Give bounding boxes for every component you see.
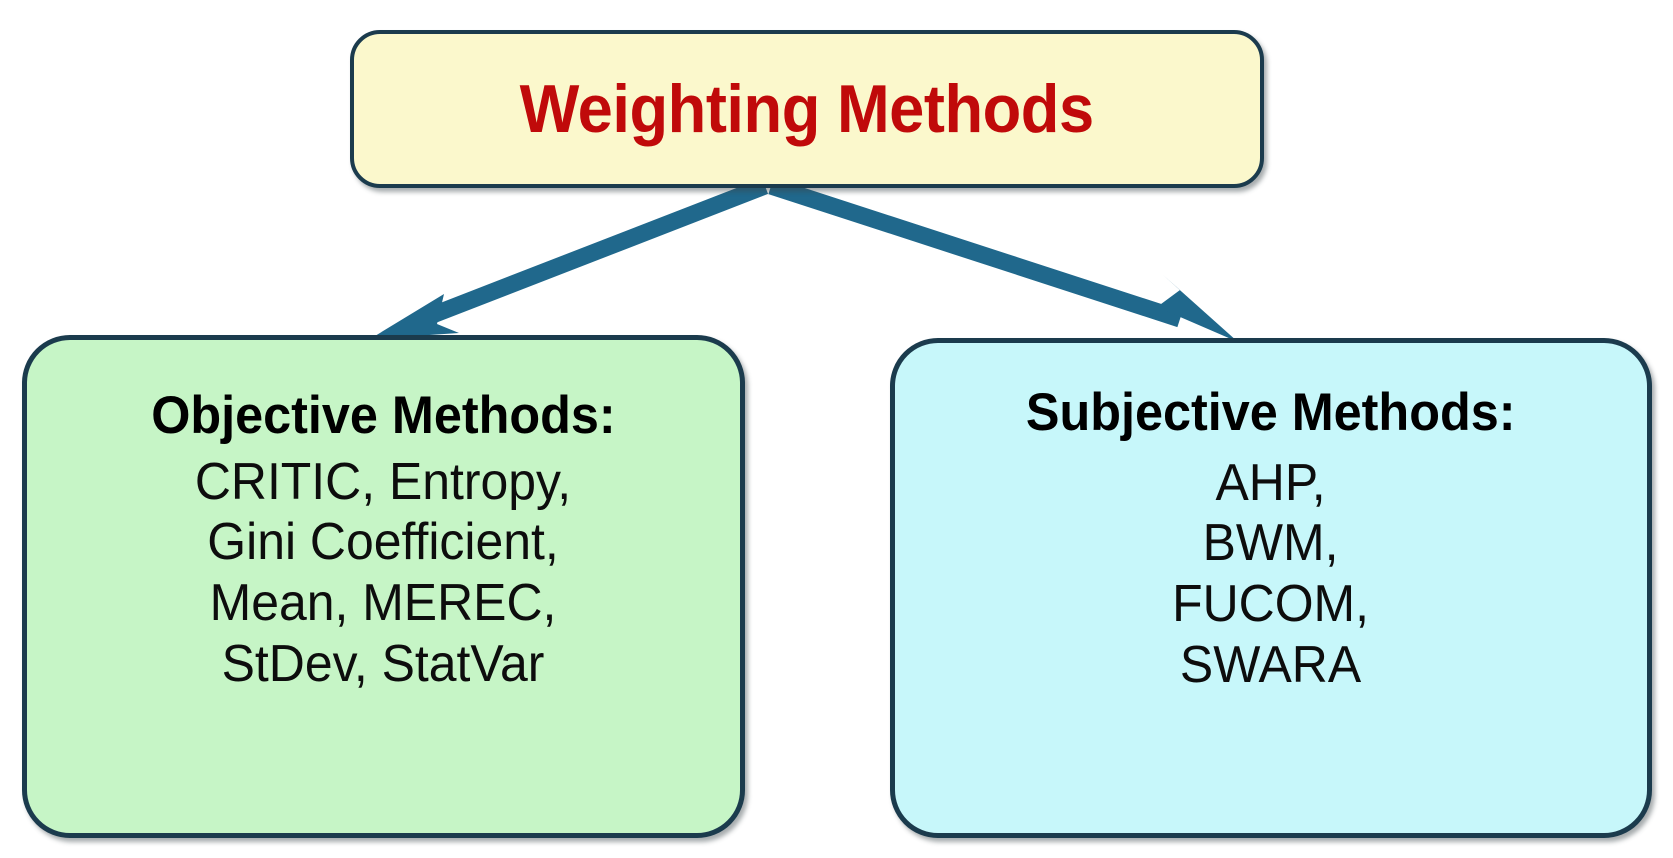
list-item: Gini Coefficient, [207, 513, 560, 572]
objective-heading: Objective Methods: [151, 386, 616, 445]
list-item: Mean, MEREC, [210, 574, 557, 633]
list-item: SWARA [1180, 636, 1362, 695]
arrow-root-to-objective [370, 178, 769, 339]
objective-method-list: CRITIC, Entropy, Gini Coefficient, Mean,… [187, 452, 579, 695]
root-node-label: Weighting Methods [519, 71, 1095, 147]
subjective-method-list: AHP, BWM, FUCOM, SWARA [1168, 453, 1373, 696]
root-node-weighting-methods[interactable]: Weighting Methods [350, 30, 1264, 188]
list-item: CRITIC, Entropy, [195, 452, 572, 511]
list-item: StDev, StatVar [222, 635, 545, 694]
list-item: AHP, [1215, 453, 1327, 512]
branch-node-subjective-methods[interactable]: Subjective Methods: AHP, BWM, FUCOM, SWA… [890, 338, 1652, 838]
subjective-heading: Subjective Methods: [1026, 383, 1516, 442]
branch-node-objective-methods[interactable]: Objective Methods: CRITIC, Entropy, Gini… [22, 335, 745, 838]
list-item: BWM, [1203, 514, 1339, 573]
list-item: FUCOM, [1172, 575, 1370, 634]
arrow-root-to-subjective [768, 177, 1238, 342]
